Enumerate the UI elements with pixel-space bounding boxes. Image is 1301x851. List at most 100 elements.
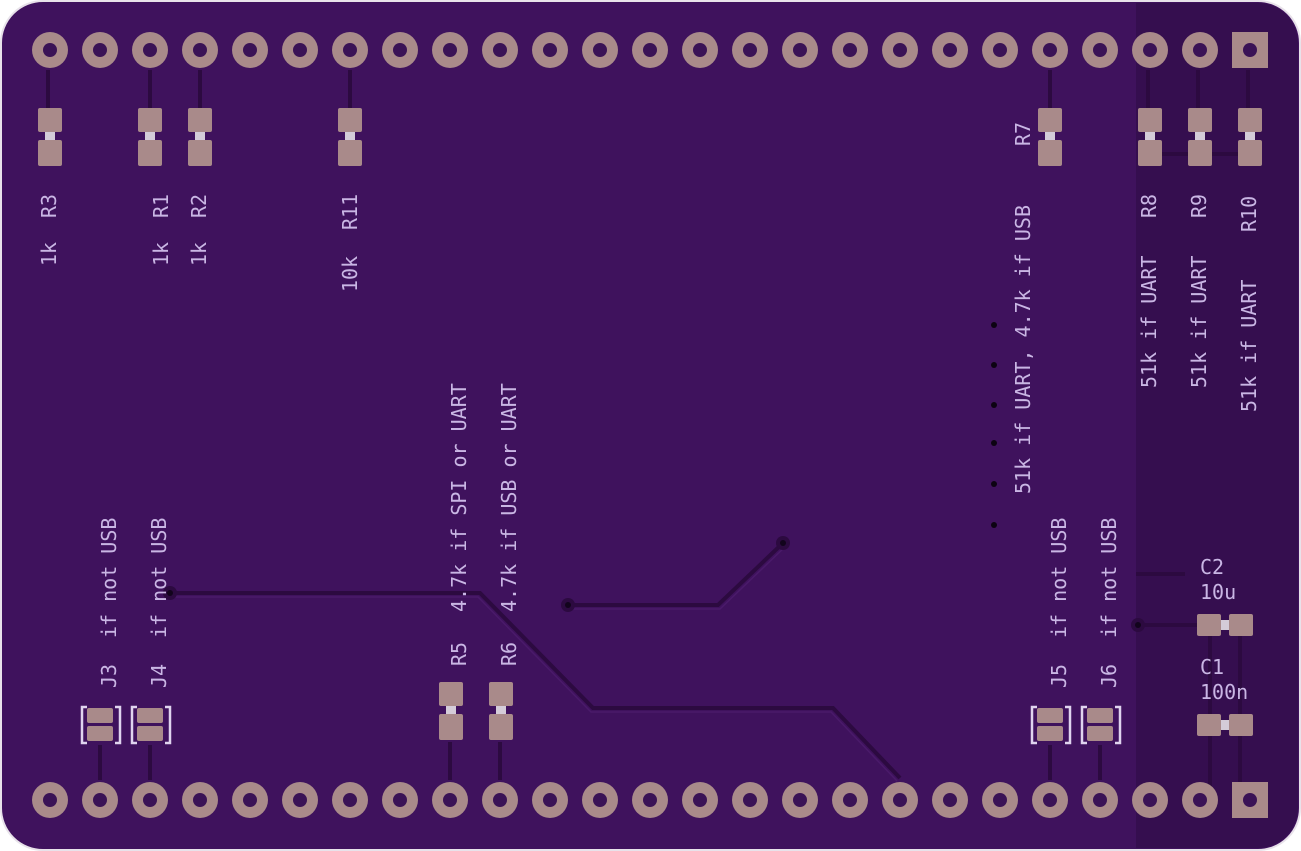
header-pin-bottom-1[interactable] [32,782,68,818]
label-r11: R11 [338,194,362,230]
label-r3: R3 [37,194,61,218]
header-pins-top [32,32,1268,68]
label-r6: R6 [497,642,521,666]
label-r9: R9 [1187,194,1211,218]
header-pin-top-25[interactable] [1232,32,1268,68]
header-pin-bottom-21[interactable] [1032,782,1068,818]
value-j6: if not USB [1097,518,1121,638]
header-pin-top-11[interactable] [532,32,568,68]
value-c1: 100n [1200,680,1248,704]
header-pin-bottom-7[interactable] [332,782,368,818]
value-r5: 4.7k if SPI or UART [447,383,471,612]
header-pin-top-22[interactable] [1082,32,1118,68]
resistor-r5[interactable] [439,682,463,740]
header-pin-top-10[interactable] [482,32,518,68]
resistor-r7[interactable] [1038,108,1062,166]
label-r2: R2 [187,194,211,218]
label-j6: J6 [1097,664,1121,688]
value-r9: 51k if UART [1187,256,1211,388]
header-pin-bottom-3[interactable] [132,782,168,818]
header-pin-bottom-12[interactable] [582,782,618,818]
header-pin-top-8[interactable] [382,32,418,68]
header-pin-top-21[interactable] [1032,32,1068,68]
jumper-j3[interactable] [80,705,122,745]
header-pin-top-19[interactable] [932,32,968,68]
header-pin-bottom-2[interactable] [82,782,118,818]
value-r6: 4.7k if USB or UART [497,383,521,612]
header-pin-top-17[interactable] [832,32,868,68]
resistor-r6[interactable] [489,682,513,740]
marker-dots [991,322,997,528]
value-r3: 1k [37,242,61,266]
value-r7: 51k if UART, 4.7k if USB [1011,205,1035,494]
header-pin-top-6[interactable] [282,32,318,68]
vias [163,536,1145,632]
value-r11: 10k [338,256,362,292]
header-pin-top-16[interactable] [782,32,818,68]
resistor-r3[interactable] [38,108,62,166]
resistor-r1[interactable] [138,108,162,166]
traces [46,70,1250,798]
resistor-r2[interactable] [188,108,212,166]
header-pin-top-14[interactable] [682,32,718,68]
resistor-footprints [38,108,1262,740]
header-pin-top-24[interactable] [1182,32,1218,68]
resistor-r10[interactable] [1238,108,1262,166]
resistor-r11[interactable] [338,108,362,166]
header-pin-top-9[interactable] [432,32,468,68]
header-pin-bottom-17[interactable] [832,782,868,818]
header-pin-bottom-6[interactable] [282,782,318,818]
value-r8: 51k if UART [1137,256,1161,388]
header-pin-top-23[interactable] [1132,32,1168,68]
header-pin-bottom-11[interactable] [532,782,568,818]
jumper-j4[interactable] [130,705,172,745]
header-pin-top-13[interactable] [632,32,668,68]
header-pin-bottom-24[interactable] [1182,782,1218,818]
jumper-j5[interactable] [1030,705,1072,745]
header-pin-top-5[interactable] [232,32,268,68]
capacitor-c1[interactable] [1197,714,1253,736]
header-pin-top-12[interactable] [582,32,618,68]
header-pin-bottom-9[interactable] [432,782,468,818]
header-pin-bottom-10[interactable] [482,782,518,818]
header-pin-top-18[interactable] [882,32,918,68]
value-c2: 10u [1200,580,1236,604]
header-pin-top-2[interactable] [82,32,118,68]
capacitor-c2[interactable] [1197,614,1253,636]
jumper-j6[interactable] [1080,705,1122,745]
header-pin-top-1[interactable] [32,32,68,68]
jumper-footprints [80,705,1122,745]
label-r8: R8 [1137,194,1161,218]
resistor-r8[interactable] [1138,108,1162,166]
header-pin-bottom-18[interactable] [882,782,918,818]
header-pin-top-7[interactable] [332,32,368,68]
header-pin-bottom-22[interactable] [1082,782,1118,818]
label-r1: R1 [149,194,173,218]
label-r7: R7 [1011,122,1035,146]
header-pins-bottom [32,782,1268,818]
header-pin-bottom-16[interactable] [782,782,818,818]
header-pin-bottom-8[interactable] [382,782,418,818]
header-pin-bottom-14[interactable] [682,782,718,818]
label-j5: J5 [1047,664,1071,688]
value-r10: 51k if UART [1237,280,1261,412]
header-pin-bottom-20[interactable] [982,782,1018,818]
header-pin-bottom-19[interactable] [932,782,968,818]
label-j3: J3 [97,664,121,688]
value-j4: if not USB [147,518,171,638]
header-pin-top-15[interactable] [732,32,768,68]
header-pin-top-3[interactable] [132,32,168,68]
header-pin-bottom-4[interactable] [182,782,218,818]
value-r1: 1k [149,242,173,266]
header-pin-bottom-5[interactable] [232,782,268,818]
label-c1: C1 [1200,655,1224,679]
header-pin-bottom-23[interactable] [1132,782,1168,818]
header-pin-bottom-25[interactable] [1232,782,1268,818]
header-pin-top-4[interactable] [182,32,218,68]
header-pin-top-20[interactable] [982,32,1018,68]
resistor-r9[interactable] [1188,108,1212,166]
header-pin-bottom-15[interactable] [732,782,768,818]
header-pin-bottom-13[interactable] [632,782,668,818]
